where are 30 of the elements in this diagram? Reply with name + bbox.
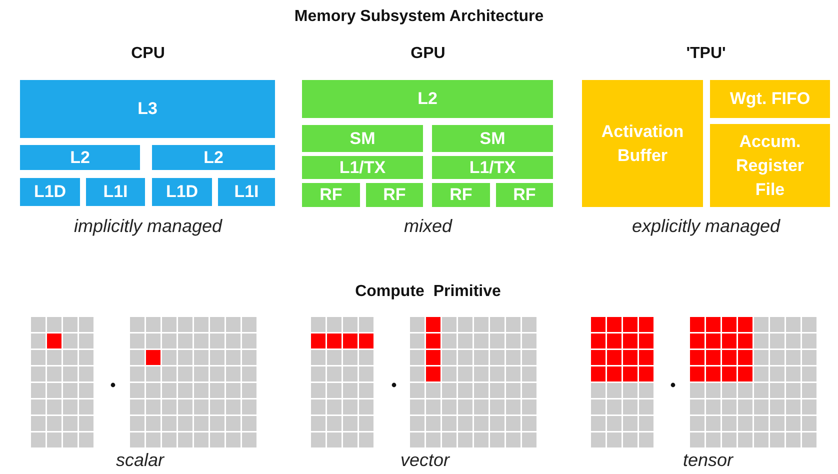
cache-block: L1D bbox=[152, 178, 212, 206]
cache-block: L2 bbox=[152, 145, 275, 170]
column-heading: CPU bbox=[131, 45, 165, 63]
caption: mixed bbox=[404, 216, 452, 237]
cache-block: RF bbox=[302, 183, 360, 207]
cache-block: L1/TX bbox=[432, 156, 553, 179]
cache-block: RF bbox=[432, 183, 490, 207]
column-heading: 'TPU' bbox=[686, 45, 726, 63]
column-heading: GPU bbox=[410, 45, 446, 63]
cache-block: SM bbox=[302, 125, 423, 152]
caption: implicitly managed bbox=[74, 216, 222, 237]
caption: vector bbox=[400, 450, 450, 471]
cache-block: RF bbox=[496, 183, 553, 207]
caption: tensor bbox=[682, 450, 734, 471]
caption: scalar bbox=[116, 450, 164, 471]
cache-block: L1D bbox=[20, 178, 80, 206]
cache-block: SM bbox=[432, 125, 553, 152]
cache-block: L3 bbox=[20, 80, 275, 138]
diagram-title: Memory Subsystem Architecture bbox=[294, 8, 544, 26]
cache-block: L1I bbox=[86, 178, 145, 206]
buffer-block: Accum. Register File bbox=[710, 124, 830, 207]
cache-block: RF bbox=[366, 183, 423, 207]
buffer-block: Activation Buffer bbox=[582, 80, 703, 207]
section-heading: Compute Primitive bbox=[355, 283, 501, 301]
cache-block: L1I bbox=[218, 178, 275, 206]
cache-block: L2 bbox=[302, 80, 553, 118]
cache-block: L1/TX bbox=[302, 156, 423, 179]
caption: explicitly managed bbox=[632, 216, 780, 237]
buffer-block: Wgt. FIFO bbox=[710, 80, 830, 118]
cache-block: L2 bbox=[20, 145, 140, 170]
